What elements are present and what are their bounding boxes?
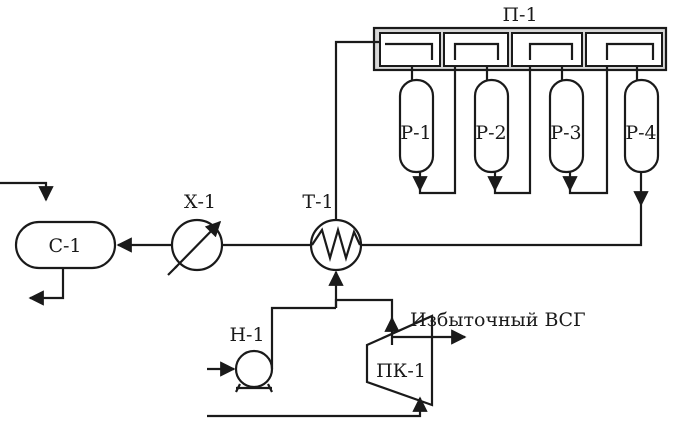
- furnace-p1: [372, 26, 668, 72]
- reactor-r2-label: Р-2: [475, 122, 506, 144]
- furnace-label: П-1: [502, 4, 537, 26]
- reactor-r3-label: Р-3: [550, 122, 581, 144]
- cooler-label: Х-1: [184, 191, 216, 213]
- line-c1-liquid-out: [28, 268, 65, 306]
- line-c1-gas-out: [0, 181, 54, 202]
- separator-c1: [14, 220, 117, 270]
- separator-label: С-1: [48, 235, 81, 257]
- line-recycle-to-compressor: [207, 396, 428, 418]
- excess-gas-label: Избыточный ВСГ: [410, 309, 586, 331]
- reactor-r4-label: Р-4: [625, 122, 656, 144]
- reactor-r1: [398, 78, 435, 174]
- reactor-r2: [473, 78, 510, 174]
- compressor-label: ПК-1: [376, 360, 426, 382]
- line-t1-to-furnace: [334, 40, 380, 224]
- line-pump-outlet: [270, 306, 336, 369]
- reactor-r3: [548, 78, 585, 174]
- line-r4-to-t1: [361, 205, 643, 247]
- heat-exchanger-label: Т-1: [302, 191, 333, 213]
- cooler-x1: [167, 218, 224, 276]
- pump-label: Н-1: [229, 324, 264, 346]
- pump-n1: [234, 349, 274, 393]
- compressor-pk1: [365, 314, 434, 407]
- reactor-r1-label: Р-1: [400, 122, 431, 144]
- heat-exchanger-t1: [309, 218, 363, 272]
